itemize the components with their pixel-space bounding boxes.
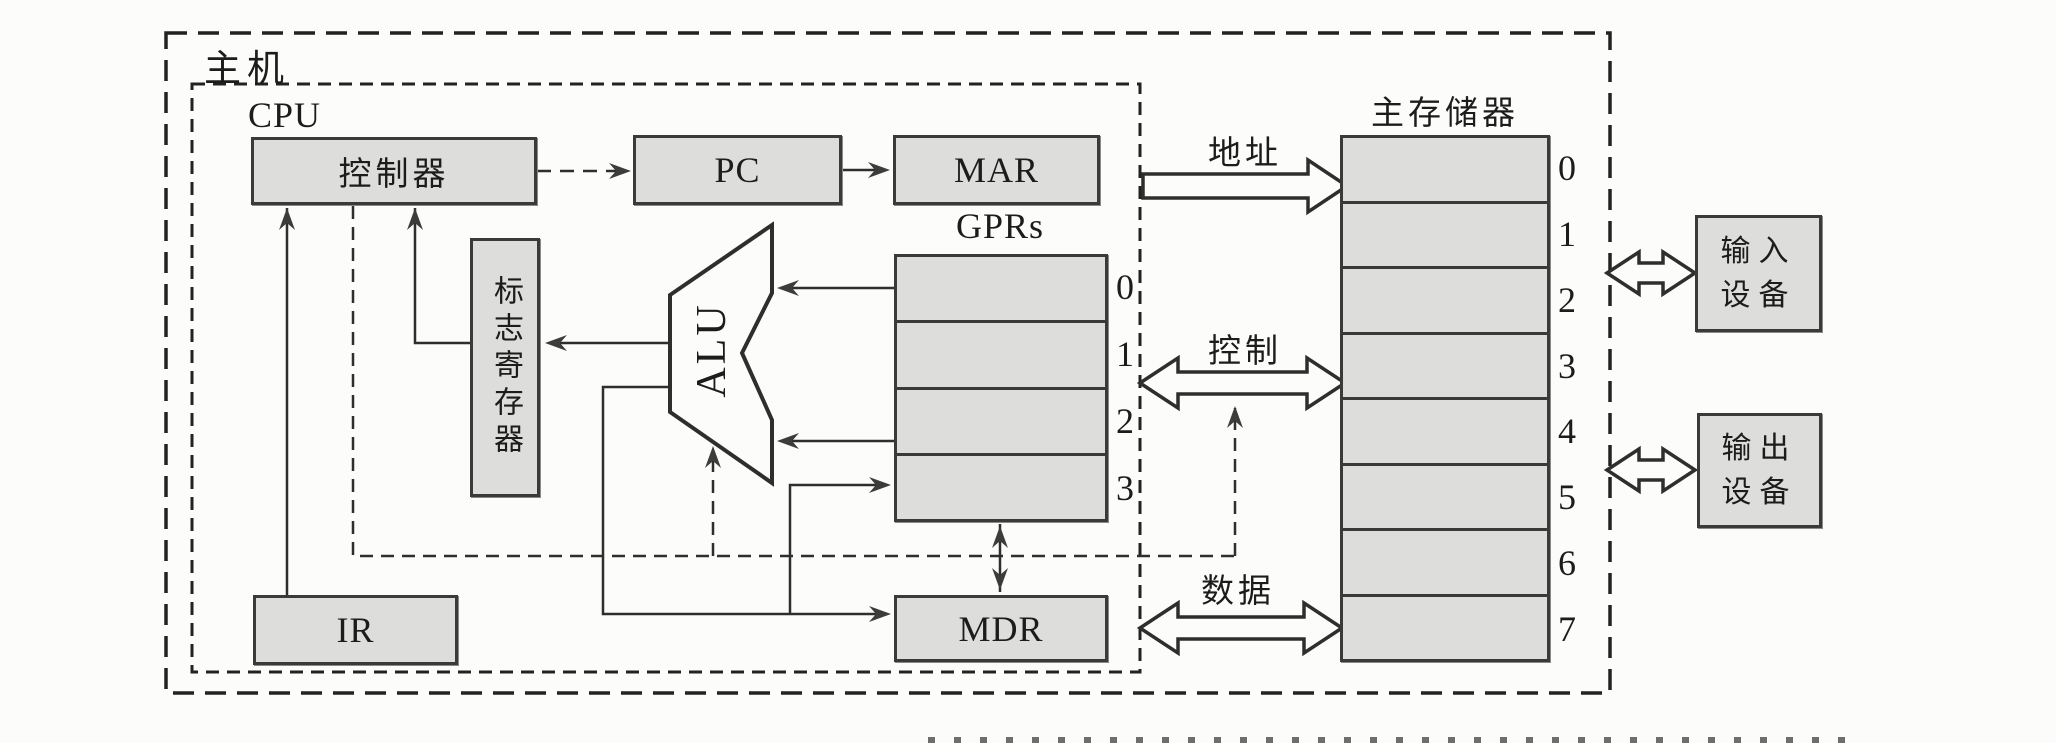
line-flag-to-controller — [413, 208, 470, 345]
pc-label: PC — [714, 150, 761, 190]
memory-row-label: 1 — [1558, 214, 1576, 254]
memory-title: 主存储器 — [1371, 96, 1519, 132]
memory-row-label: 5 — [1558, 477, 1576, 517]
line-alu-loop-to-gprs — [788, 483, 886, 614]
dashed-control-trunk — [351, 206, 1235, 558]
mdr-label: MDR — [958, 608, 1044, 649]
gpr-row-label: 2 — [1116, 401, 1134, 441]
control-bus-label: 控制 — [1208, 334, 1282, 370]
gpr-row — [897, 456, 1105, 519]
input-device-box: 输入 设备 — [1695, 215, 1822, 332]
flag-register-box: 标志寄存器 — [470, 238, 540, 497]
output-device-label-line1: 输出 — [1721, 431, 1798, 465]
controller-label: 控制器 — [338, 157, 450, 193]
mar-label: MAR — [953, 150, 1040, 190]
memory-row — [1343, 335, 1547, 400]
input-device-arrow — [1603, 248, 1699, 298]
memory-box — [1340, 135, 1550, 662]
pc-box: PC — [633, 135, 842, 205]
input-device-label-line1: 输入 — [1720, 234, 1797, 268]
output-device-box: 输出 设备 — [1697, 413, 1822, 528]
memory-row-label: 7 — [1558, 609, 1576, 649]
input-device-label-line2: 设备 — [1720, 278, 1797, 312]
memory-row — [1343, 269, 1547, 335]
cpu-dashed-border — [190, 82, 1142, 674]
memory-row — [1343, 204, 1547, 269]
memory-row-label: 3 — [1558, 346, 1576, 386]
alu-label: ALU — [689, 302, 735, 398]
memory-row-label: 6 — [1558, 543, 1576, 583]
address-bus-arrow — [1141, 156, 1351, 216]
ir-box: IR — [253, 595, 458, 665]
controller-box: 控制器 — [251, 137, 537, 205]
data-bus-label: 数据 — [1201, 574, 1275, 610]
memory-row-label: 0 — [1558, 148, 1576, 188]
host-label: 主机 — [204, 49, 290, 90]
output-device-arrow — [1603, 445, 1699, 495]
gpr-row-label: 3 — [1116, 468, 1134, 508]
gpr-row-label: 1 — [1116, 334, 1134, 374]
output-device-label-line2: 设备 — [1721, 475, 1798, 509]
memory-row-label: 2 — [1558, 280, 1576, 320]
address-bus-label: 地址 — [1208, 136, 1282, 172]
gpr-row — [897, 257, 1105, 324]
memory-row-label: 4 — [1558, 411, 1576, 451]
mar-box: MAR — [893, 135, 1100, 205]
gprs-title: GPRs — [955, 206, 1045, 246]
gprs-box — [894, 254, 1108, 522]
memory-row — [1343, 597, 1547, 660]
line-alu-loop-to-mdr — [601, 385, 886, 616]
gpr-row-label: 0 — [1116, 267, 1134, 307]
alu-shape — [668, 221, 774, 487]
memory-row — [1343, 400, 1547, 466]
memory-row — [1343, 466, 1547, 531]
memory-row — [1343, 138, 1547, 204]
gpr-row — [897, 390, 1105, 456]
mdr-box: MDR — [894, 595, 1108, 662]
gpr-row — [897, 323, 1105, 390]
cpu-label: CPU — [248, 95, 322, 135]
host-dashed-border — [164, 31, 1612, 695]
flag-register-label: 标志寄存器 — [489, 275, 522, 460]
ir-label: IR — [336, 610, 375, 650]
memory-row — [1343, 531, 1547, 597]
cropped-caption-fragment — [928, 737, 1854, 743]
